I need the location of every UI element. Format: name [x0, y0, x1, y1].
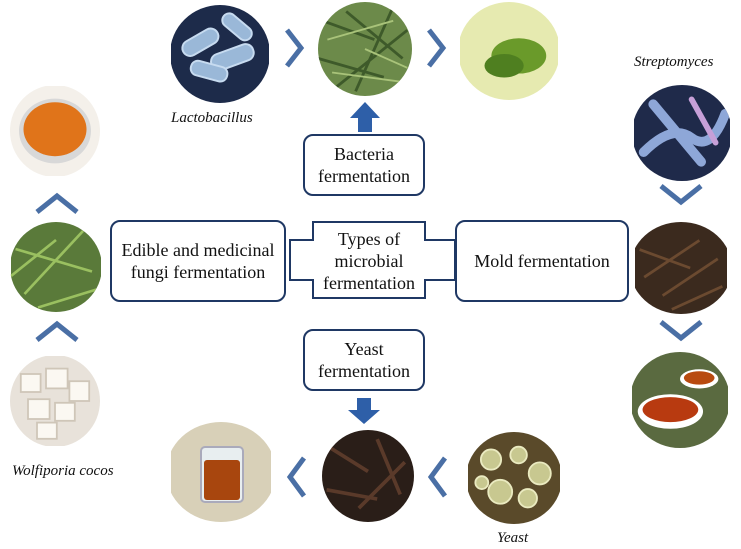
yeast-caption: Yeast — [497, 530, 529, 546]
yeast-fermentation-box: Yeast fermentation — [303, 329, 425, 391]
lactobacillus-image — [170, 5, 270, 103]
green-tea-leaves-image — [318, 2, 412, 96]
up-arrow-icon — [350, 102, 380, 132]
mold-fermentation-box: Mold fermentation — [455, 220, 629, 302]
dark-tea-leaves-image — [630, 222, 732, 314]
chevron-left-icon — [286, 456, 307, 498]
wolfiporia-cocos-image — [10, 355, 100, 447]
chevron-down-icon — [659, 320, 703, 342]
chevron-right-icon — [427, 28, 447, 68]
fungi-tea-leaves-image — [10, 222, 102, 312]
yeast-image — [466, 432, 562, 524]
tea-infusion-bowl-image — [10, 85, 100, 177]
streptomyces-caption: Streptomyces — [634, 54, 714, 70]
black-tea-leaves-image — [322, 430, 414, 522]
black-tea-cup-image — [166, 422, 276, 522]
chevron-up-icon — [35, 320, 79, 342]
streptomyces-image — [632, 85, 732, 181]
tea-cups-image — [630, 352, 730, 448]
chevron-down-icon — [659, 184, 703, 206]
bacteria-fermentation-box: Bacteria fermentation — [303, 134, 425, 196]
chevron-right-icon — [285, 28, 305, 68]
fungi-fermentation-box: Edible and medicinal fungi fermentation — [110, 220, 286, 302]
chevron-left-icon — [427, 456, 448, 498]
green-tea-infusion-image — [458, 2, 560, 100]
chevron-up-icon — [35, 192, 79, 214]
wolfiporia-cocos-caption: Wolfiporia cocos — [12, 463, 114, 479]
center-label: Types of microbial fermentation — [323, 229, 415, 293]
lactobacillus-caption: Lactobacillus — [171, 110, 253, 126]
down-arrow-icon — [348, 398, 380, 424]
